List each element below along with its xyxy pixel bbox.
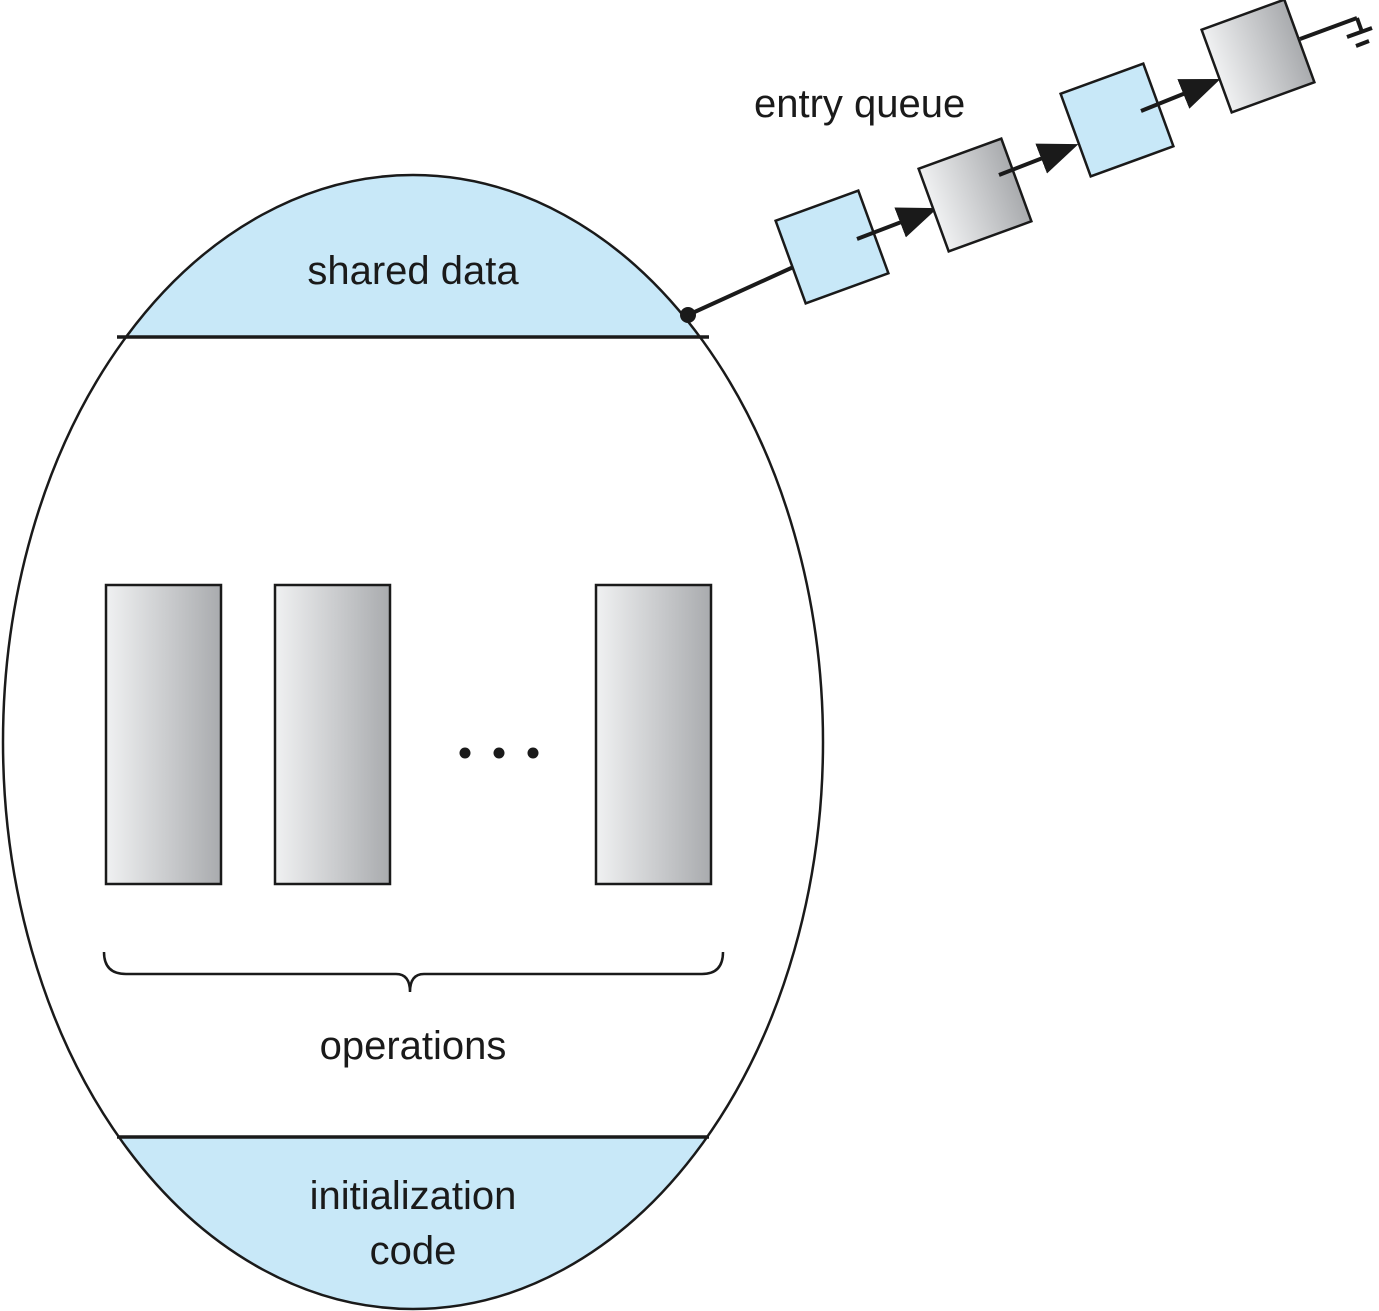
queue-arrow bbox=[998, 143, 1079, 177]
ellipsis-dots bbox=[459, 747, 539, 759]
operation-block bbox=[594, 583, 713, 886]
operations-brace bbox=[102, 951, 725, 993]
queue-arrow bbox=[856, 207, 938, 241]
queue-node bbox=[1059, 62, 1175, 178]
queue-link-line bbox=[687, 262, 801, 317]
queue-node bbox=[1200, 0, 1316, 114]
queue-node bbox=[774, 189, 890, 305]
entry-queue-label: entry queue bbox=[754, 82, 965, 126]
initialization-label-line2: code bbox=[370, 1229, 457, 1273]
initialization-label-line1: initialization bbox=[310, 1174, 517, 1218]
null-terminator-icon bbox=[1299, 16, 1373, 48]
queue-arrow bbox=[1140, 79, 1221, 113]
entry-queue bbox=[680, 0, 1373, 323]
queue-node bbox=[917, 137, 1033, 253]
operations-group bbox=[102, 583, 725, 993]
operations-label: operations bbox=[320, 1024, 507, 1068]
shared-data-label: shared data bbox=[307, 249, 519, 293]
operation-block bbox=[104, 583, 223, 886]
monitor-outline bbox=[1, 173, 825, 1311]
initialization-code-section bbox=[3, 1137, 823, 1309]
operation-block bbox=[273, 583, 392, 886]
